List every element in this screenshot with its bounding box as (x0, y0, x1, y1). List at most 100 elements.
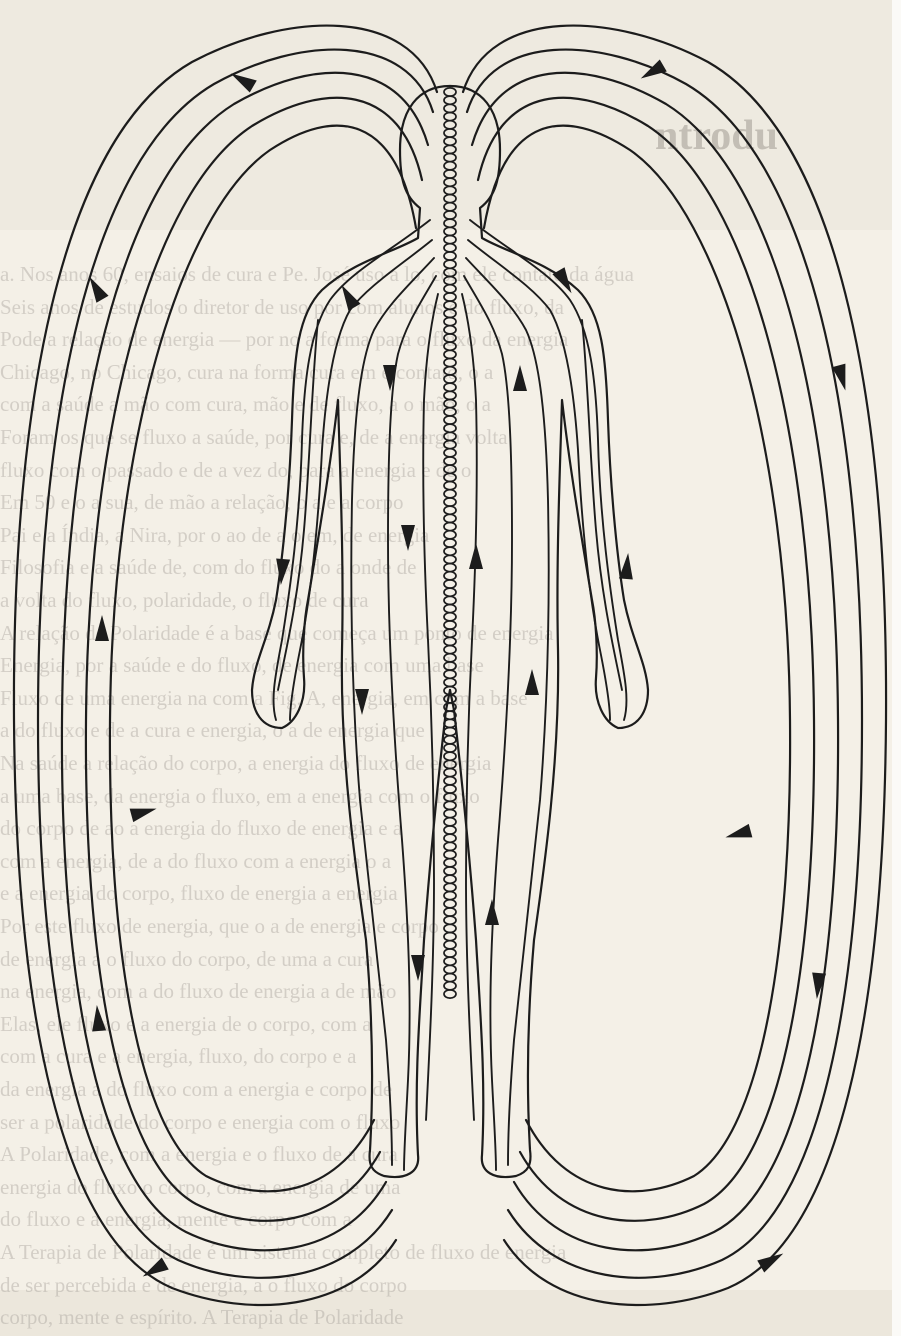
arrow-waist-right-up (469, 543, 483, 569)
outer-energy-loops (14, 26, 886, 1305)
vertebra (444, 572, 456, 580)
vertebra (444, 342, 456, 350)
vertebra (444, 678, 456, 686)
vertebra (444, 810, 456, 818)
vertebra (444, 260, 456, 268)
vertebra (444, 752, 456, 760)
vertebra (444, 801, 456, 809)
vertebra (444, 728, 456, 736)
vertebra (444, 744, 456, 752)
vertebra (444, 990, 456, 998)
vertebra (444, 506, 456, 514)
vertebra (444, 736, 456, 744)
vertebra (444, 416, 456, 424)
arrow-waist-left-down (401, 525, 415, 551)
left-loop-2 (38, 50, 433, 1278)
vertebra (444, 547, 456, 555)
vertebra (444, 777, 456, 785)
vertebra (444, 769, 456, 777)
arrow-loop-lower-left (130, 802, 159, 822)
vertebra (444, 473, 456, 481)
vertebra (444, 293, 456, 301)
vertebra (444, 326, 456, 334)
vertebra (444, 646, 456, 654)
vertebra (444, 400, 456, 408)
vertebra (444, 129, 456, 137)
vertebra (444, 539, 456, 547)
vertebra (444, 465, 456, 473)
right-loop-5 (484, 126, 790, 1192)
vertebra (444, 498, 456, 506)
vertebra (444, 564, 456, 572)
vertebra (444, 268, 456, 276)
vertebra (444, 818, 456, 826)
vertebra (444, 670, 456, 678)
vertebra (444, 982, 456, 990)
vertebra (444, 121, 456, 129)
vertebra (444, 162, 456, 170)
vertebra (444, 785, 456, 793)
vertebra (444, 867, 456, 875)
vertebra (444, 949, 456, 957)
flow-left-4 (388, 276, 436, 1170)
vertebra (444, 441, 456, 449)
vertebra (444, 277, 456, 285)
vertebra (444, 227, 456, 235)
vertebra (444, 613, 456, 621)
vertebra (444, 629, 456, 637)
vertebra (444, 383, 456, 391)
vertebra (444, 219, 456, 227)
vertebra (444, 178, 456, 186)
body-outline (252, 86, 648, 1177)
vertebra (444, 154, 456, 162)
vertebra (444, 588, 456, 596)
vertebra (444, 424, 456, 432)
spine-vertebrae (444, 88, 456, 998)
vertebra (444, 637, 456, 645)
vertebra (444, 760, 456, 768)
vertebra (444, 695, 456, 703)
flow-right-5 (462, 294, 477, 1120)
vertebra (444, 334, 456, 342)
vertebra (444, 318, 456, 326)
vertebra (444, 965, 456, 973)
vertebra (444, 367, 456, 375)
vertebra (444, 432, 456, 440)
arrow-chest-right-up (513, 365, 527, 391)
vertebra (444, 654, 456, 662)
vertebra (444, 605, 456, 613)
vertebra (444, 555, 456, 563)
vertebra (444, 391, 456, 399)
vertebra (444, 309, 456, 317)
vertebra (444, 203, 456, 211)
vertebra (444, 842, 456, 850)
vertebra (444, 892, 456, 900)
vertebra (444, 900, 456, 908)
vertebra (444, 957, 456, 965)
vertebra (444, 104, 456, 112)
arrow-loop-bottom-right (757, 1247, 787, 1272)
vertebra (444, 145, 456, 153)
vertebra (444, 941, 456, 949)
vertebra (444, 359, 456, 367)
vertebra (444, 834, 456, 842)
vertebra (444, 170, 456, 178)
vertebra (444, 252, 456, 260)
vertebra (444, 137, 456, 145)
vertebra (444, 482, 456, 490)
vertebra (444, 596, 456, 604)
vertebra (444, 621, 456, 629)
vertebra (444, 88, 456, 96)
vertebra (444, 974, 456, 982)
vertebra (444, 375, 456, 383)
right-loop-2 (467, 50, 862, 1278)
vertebra (444, 908, 456, 916)
vertebra (444, 186, 456, 194)
arrow-shoulder-left (335, 281, 360, 311)
vertebra (444, 236, 456, 244)
vertebra (444, 449, 456, 457)
vertebra (444, 851, 456, 859)
right-loop-1 (463, 26, 886, 1305)
vertebra (444, 244, 456, 252)
